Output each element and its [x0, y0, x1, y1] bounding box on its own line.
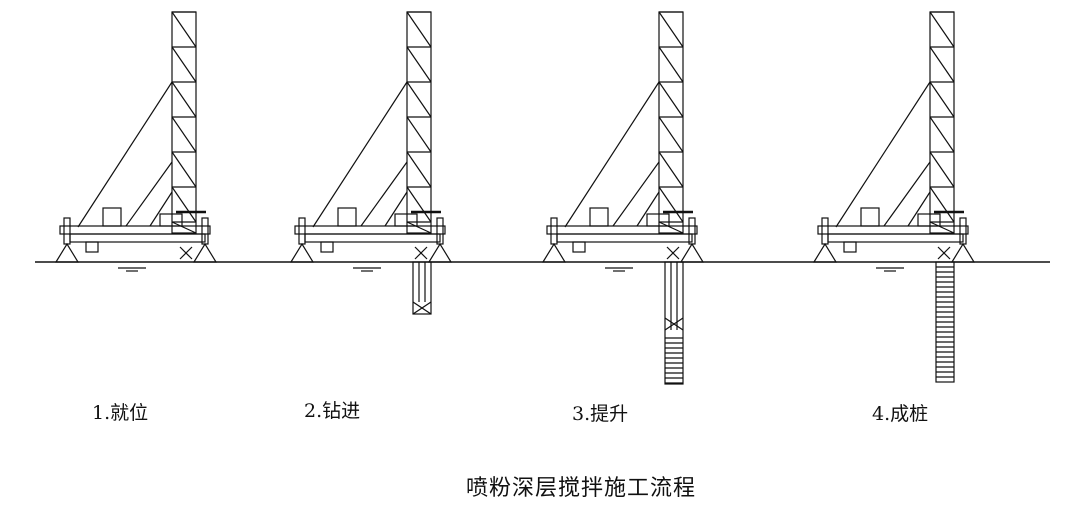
platform-block	[320, 241, 334, 253]
mast-brace	[658, 81, 684, 118]
engine-box	[337, 207, 357, 227]
winch-box	[159, 213, 183, 227]
foot-right	[950, 242, 976, 263]
mast-brace	[658, 221, 684, 234]
brace-line	[612, 161, 660, 227]
outrigger-left	[298, 217, 306, 245]
mast-brace	[658, 116, 684, 153]
step-label-2: 2.钻进	[304, 400, 361, 422]
brace-line	[907, 191, 931, 227]
mast-brace	[658, 46, 684, 83]
winch-box	[646, 213, 670, 227]
mast-brace	[171, 11, 197, 48]
mast-brace	[171, 46, 197, 83]
brace-line	[149, 191, 173, 227]
mast-brace	[406, 186, 432, 223]
foot-left	[289, 242, 315, 263]
mast-brace	[929, 81, 955, 118]
outrigger-left	[821, 217, 829, 245]
winch-box	[917, 213, 941, 227]
mast-brace	[658, 11, 684, 48]
mast-brace	[929, 11, 955, 48]
mast-brace	[406, 151, 432, 188]
brace-line	[636, 191, 660, 227]
mast-brace	[929, 151, 955, 188]
foot-right	[679, 242, 705, 263]
stay-cable	[77, 81, 173, 228]
mast-brace	[929, 186, 955, 223]
brace-line	[125, 161, 173, 227]
mast-brace	[171, 116, 197, 153]
platform-beam	[827, 233, 964, 243]
brace-line	[883, 161, 931, 227]
platform-beam	[69, 233, 206, 243]
outrigger-left	[550, 217, 558, 245]
mast-brace	[658, 186, 684, 223]
stay-cable	[835, 81, 931, 228]
rig-step-3	[541, 11, 705, 385]
pile-bore	[664, 261, 684, 385]
winch-box	[394, 213, 418, 227]
platform-beam	[304, 233, 441, 243]
foot-left	[812, 242, 838, 263]
diagram-caption: 喷粉深层搅拌施工流程	[466, 476, 697, 501]
drill-bit	[412, 301, 432, 315]
foot-right	[192, 242, 218, 263]
rig-step-2	[289, 11, 453, 315]
mast-brace	[406, 221, 432, 234]
crossbrace	[179, 246, 193, 260]
mast-brace	[929, 46, 955, 83]
mast-brace	[406, 81, 432, 118]
crossbrace	[937, 246, 951, 260]
step-label-4: 4.成桩	[872, 403, 929, 425]
mast-brace	[171, 81, 197, 118]
engine-box	[860, 207, 880, 227]
mast-brace	[171, 221, 197, 234]
drill-bit	[664, 317, 684, 331]
brace-line	[360, 161, 408, 227]
rig-step-1	[54, 11, 218, 272]
mast-brace	[406, 11, 432, 48]
crossbrace	[414, 246, 428, 260]
mast-brace	[171, 186, 197, 223]
crossbrace	[666, 246, 680, 260]
engine-box	[102, 207, 122, 227]
brace-line	[384, 191, 408, 227]
mast-brace	[171, 151, 197, 188]
platform-block	[843, 241, 857, 253]
platform-block	[572, 241, 586, 253]
mast-brace	[929, 116, 955, 153]
platform-beam	[556, 233, 693, 243]
stay-cable	[312, 81, 408, 228]
foot-left	[541, 242, 567, 263]
foot-right	[427, 242, 453, 263]
platform-block	[85, 241, 99, 253]
foot-left	[54, 242, 80, 263]
mast-brace	[406, 46, 432, 83]
mast-brace	[929, 221, 955, 234]
outrigger-left	[63, 217, 71, 245]
step-label-3: 3.提升	[572, 403, 629, 425]
step-label-1: 1.就位	[92, 402, 149, 424]
mast-brace	[406, 116, 432, 153]
drill-rod-casing	[412, 261, 432, 315]
stay-cable	[564, 81, 660, 228]
rig-step-4	[812, 11, 976, 383]
engine-box	[589, 207, 609, 227]
mast-brace	[658, 151, 684, 188]
